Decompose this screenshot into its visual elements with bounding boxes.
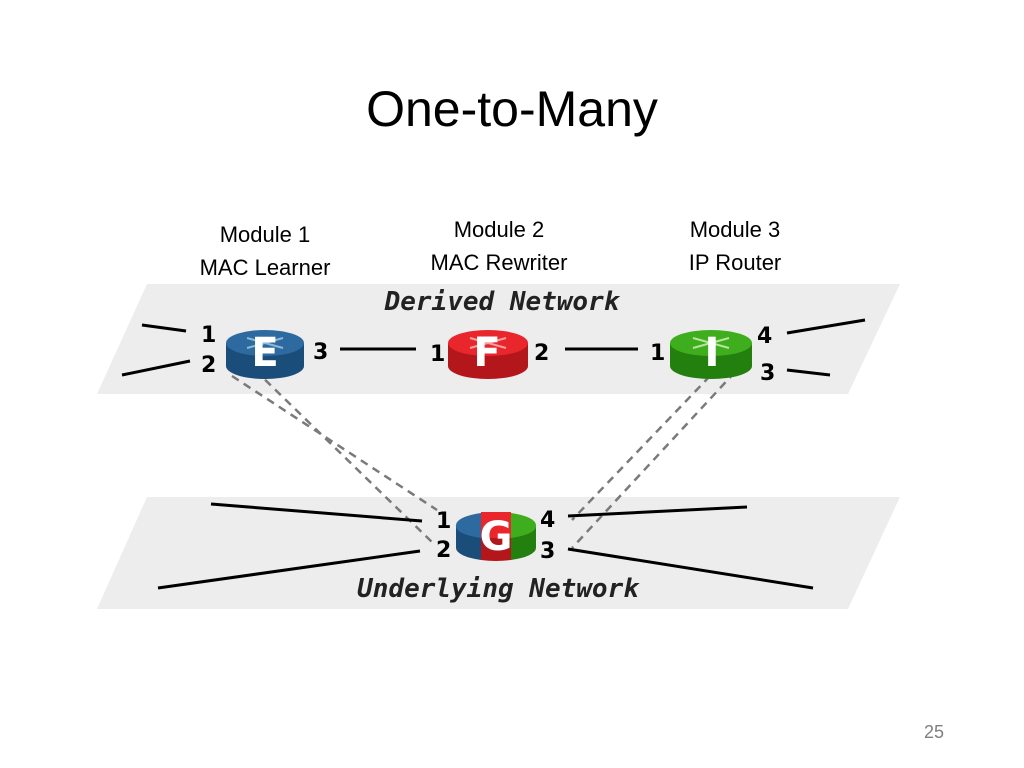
i-port-3: 3	[760, 361, 775, 386]
link-g-port2	[157, 549, 421, 590]
derived-links	[121, 318, 866, 377]
mapping-lines	[231, 369, 736, 549]
link-i-port4	[786, 318, 866, 335]
i-port-4: 4	[757, 324, 772, 349]
router-e-letter: E	[251, 330, 278, 376]
link-e-port2	[121, 359, 191, 377]
router-g-letter: G	[480, 514, 513, 560]
router-i-letter: I	[705, 330, 720, 376]
derived-network-label: Derived Network	[384, 287, 621, 317]
underlying-network-label: Underlying Network	[357, 574, 640, 604]
g-port-4: 4	[540, 508, 555, 533]
e-port-3: 3	[313, 340, 328, 365]
router-i-arrows-icon	[692, 337, 730, 349]
g-port-3: 3	[540, 539, 555, 564]
f-port-1: 1	[430, 342, 445, 367]
router-g: G	[455, 512, 537, 561]
port-labels: 1 2 3 1 2 1 3 4 1 2 3 4	[201, 323, 775, 564]
module-1-label: Module 1 MAC Learner	[180, 218, 350, 284]
i-port-1: 1	[650, 341, 665, 366]
module-3-name: Module 3	[689, 217, 781, 242]
module-1-name: Module 1	[219, 222, 311, 247]
module-2-label: Module 2 MAC Rewriter	[409, 213, 589, 279]
underlying-links	[157, 502, 814, 590]
module-1-role: MAC Learner	[199, 255, 331, 280]
link-g-port4	[567, 505, 748, 518]
link-g-port1	[210, 502, 423, 523]
link-g-port3	[567, 547, 814, 590]
module-2-role: MAC Rewriter	[430, 250, 568, 275]
router-f: F	[448, 330, 528, 379]
router-e-arrows-icon	[246, 337, 284, 349]
g-port-2: 2	[436, 538, 451, 563]
router-i: I	[670, 330, 752, 379]
router-f-letter: F	[473, 330, 500, 376]
router-e: E	[226, 330, 304, 379]
e-port-2: 2	[201, 353, 216, 378]
e-port-1: 1	[201, 323, 216, 348]
slide-title: One-to-Many	[366, 81, 658, 137]
link-i-port3	[786, 368, 831, 377]
link-e-port1	[141, 323, 187, 333]
module-3-label: Module 3 IP Router	[660, 213, 810, 279]
module-3-role: IP Router	[688, 250, 782, 275]
f-port-2: 2	[534, 341, 549, 366]
slide-number: 25	[923, 722, 944, 742]
router-f-arrows-icon	[469, 337, 507, 349]
module-2-name: Module 2	[453, 217, 545, 242]
g-port-1: 1	[436, 509, 451, 534]
